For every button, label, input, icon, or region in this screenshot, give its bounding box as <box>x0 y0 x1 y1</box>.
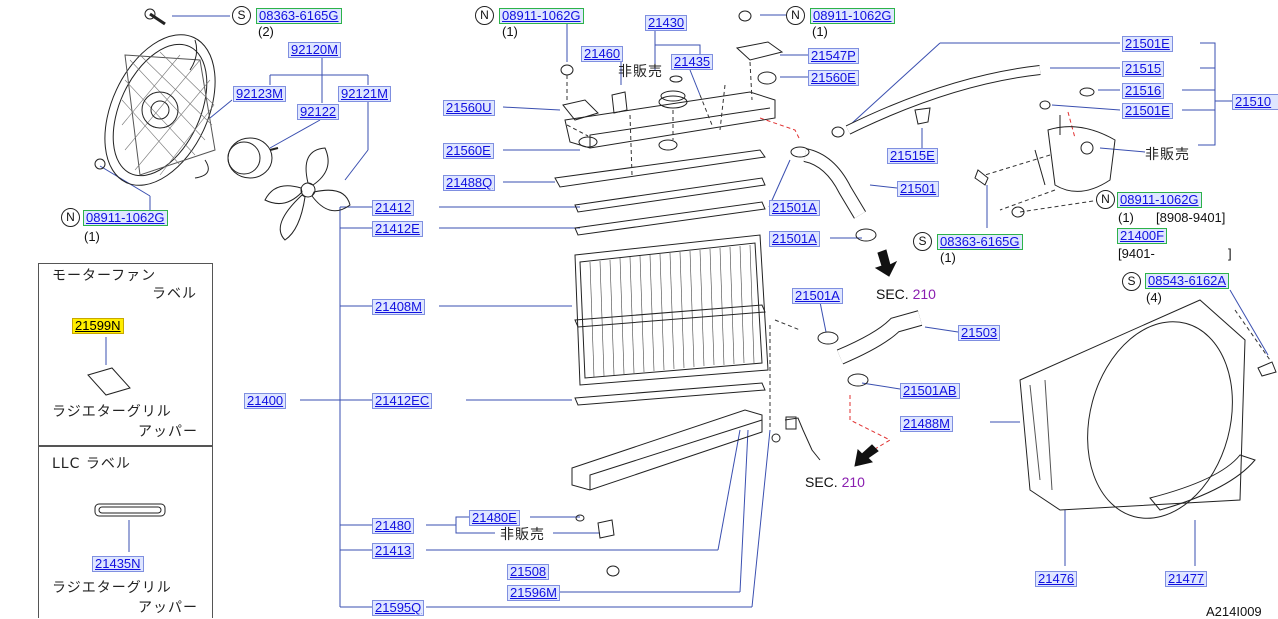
part-21501A-1[interactable]: 21501A <box>769 200 820 216</box>
section-ref-prefix: SEC. <box>876 286 909 302</box>
circle-n-right: N <box>1096 190 1115 209</box>
section-ref-210-upper[interactable]: SEC. 210 <box>876 286 936 302</box>
part-21547P[interactable]: 21547P <box>808 48 859 64</box>
qty-2-top: (2) <box>258 24 274 39</box>
qty-1-mid: (1) <box>940 250 956 265</box>
part-21595Q[interactable]: 21595Q <box>372 600 425 616</box>
section-ref-number: 210 <box>841 474 865 490</box>
motor-fan-label-line1: モーターファン <box>52 268 157 284</box>
circle-n-left: N <box>61 208 80 227</box>
part-21430[interactable]: 21430 <box>645 15 688 31</box>
part-21435N[interactable]: 21435N <box>92 556 144 572</box>
part-21501[interactable]: 21501 <box>897 181 940 197</box>
part-08911-1062G-topright[interactable]: 08911-1062G <box>810 8 895 24</box>
part-21412[interactable]: 21412 <box>372 200 415 216</box>
part-21488Q[interactable]: 21488Q <box>443 175 496 191</box>
not-for-sale-note-2: 非販売 <box>500 527 545 543</box>
llc-label-box <box>38 445 213 618</box>
circle-s-top: S <box>232 6 251 25</box>
part-21488M[interactable]: 21488M <box>900 416 953 432</box>
circle-s-mid: S <box>913 232 932 251</box>
part-08911-1062G-right[interactable]: 08911-1062G <box>1117 192 1202 208</box>
part-21476[interactable]: 21476 <box>1035 571 1078 587</box>
part-21412E[interactable]: 21412E <box>372 221 423 237</box>
part-21501A-2[interactable]: 21501A <box>769 231 820 247</box>
part-08363-6165G-mid[interactable]: 08363-6165G <box>937 234 1023 250</box>
part-21510[interactable]: 21510 <box>1232 94 1278 110</box>
part-21501E-2[interactable]: 21501E <box>1122 103 1173 119</box>
part-21460[interactable]: 21460 <box>581 46 624 62</box>
part-21599N[interactable]: 21599N <box>72 318 124 334</box>
qty-1-left: (1) <box>84 229 100 244</box>
figure-code: A214I009 <box>1206 604 1262 619</box>
part-21412EC[interactable]: 21412EC <box>372 393 433 409</box>
part-21515E[interactable]: 21515E <box>887 148 938 164</box>
section-ref-prefix: SEC. <box>805 474 838 490</box>
date-range-8908-9401: [8908-9401] <box>1156 210 1226 225</box>
part-21435[interactable]: 21435 <box>671 54 714 70</box>
part-08911-1062G-topmid[interactable]: 08911-1062G <box>499 8 584 24</box>
part-21480[interactable]: 21480 <box>372 518 415 534</box>
part-21501AB[interactable]: 21501AB <box>900 383 960 399</box>
radiator-grille-upper-2-line2: アッパー <box>138 600 198 616</box>
part-08911-1062G-left[interactable]: 08911-1062G <box>83 210 168 226</box>
part-21560U[interactable]: 21560U <box>443 100 495 116</box>
not-for-sale-note-1: 非販売 <box>618 64 663 80</box>
part-92122[interactable]: 92122 <box>297 104 340 120</box>
qty-1-topright: (1) <box>812 24 828 39</box>
radiator-grille-upper-2-line1: ラジエターグリル <box>52 580 172 596</box>
part-92121M[interactable]: 92121M <box>338 86 391 102</box>
part-21408M[interactable]: 21408M <box>372 299 425 315</box>
part-21515[interactable]: 21515 <box>1122 61 1165 77</box>
section-ref-210-lower[interactable]: SEC. 210 <box>805 474 865 490</box>
part-21413[interactable]: 21413 <box>372 543 415 559</box>
part-21501E-1[interactable]: 21501E <box>1122 36 1173 52</box>
part-21477[interactable]: 21477 <box>1165 571 1208 587</box>
section-ref-number: 210 <box>912 286 936 302</box>
motor-fan-label-box <box>38 263 213 447</box>
part-08363-6165G-top[interactable]: 08363-6165G <box>256 8 342 24</box>
part-21596M[interactable]: 21596M <box>507 585 560 601</box>
part-08543-6162A[interactable]: 08543-6162A <box>1145 273 1230 289</box>
part-21560E-left[interactable]: 21560E <box>443 143 494 159</box>
part-21501A-3[interactable]: 21501A <box>792 288 843 304</box>
part-21560E-right[interactable]: 21560E <box>808 70 859 86</box>
part-21508[interactable]: 21508 <box>507 564 550 580</box>
qty-1-right: (1) <box>1118 210 1134 225</box>
part-21503[interactable]: 21503 <box>958 325 1001 341</box>
circle-s-right: S <box>1122 272 1141 291</box>
part-21400[interactable]: 21400 <box>244 393 287 409</box>
qty-4: (4) <box>1146 290 1162 305</box>
circle-n-topright: N <box>786 6 805 25</box>
not-for-sale-note-3: 非販売 <box>1145 147 1190 163</box>
radiator-grille-upper-1-line2: アッパー <box>138 424 198 440</box>
circle-n-topmid: N <box>475 6 494 25</box>
motor-fan-label-line2: ラベル <box>152 286 197 302</box>
date-range-9401-end: ] <box>1228 246 1232 261</box>
qty-1-topmid: (1) <box>502 24 518 39</box>
part-92123M[interactable]: 92123M <box>233 86 286 102</box>
part-21516[interactable]: 21516 <box>1122 83 1165 99</box>
llc-label-title: LLC ラベル <box>52 456 131 472</box>
radiator-grille-upper-1-line1: ラジエターグリル <box>52 404 172 420</box>
part-92120M[interactable]: 92120M <box>288 42 341 58</box>
part-21400F[interactable]: 21400F <box>1117 228 1168 244</box>
date-range-9401-start: [9401- <box>1118 246 1155 261</box>
part-21480E[interactable]: 21480E <box>469 510 520 526</box>
